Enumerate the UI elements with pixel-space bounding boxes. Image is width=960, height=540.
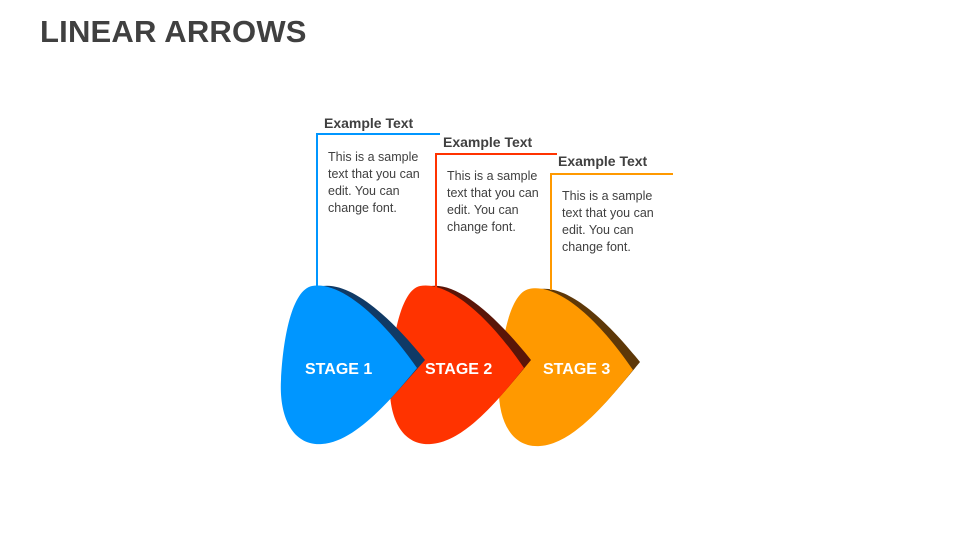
stage-1-arrow[interactable] [280, 285, 425, 445]
stage-3-connector [550, 173, 673, 290]
stage-1-label: STAGE 1 [305, 361, 373, 378]
stage-2-face [389, 285, 524, 445]
stage-1-body: This is a sample text that you can edit.… [328, 150, 420, 215]
stage-2-body: This is a sample text that you can edit.… [447, 169, 539, 234]
stage-1-face [280, 285, 417, 445]
stage-2-label: STAGE 2 [425, 361, 493, 378]
stage-2-title: Example Text [443, 134, 533, 150]
stage-2-arrow[interactable] [389, 285, 531, 445]
slide-title: LINEAR ARROWS [40, 14, 307, 49]
stage-1-connector [316, 133, 440, 290]
stage-3-arrow[interactable] [498, 288, 640, 447]
stage-3-label: STAGE 3 [543, 361, 611, 378]
stage-3-face [498, 288, 633, 447]
stage-3-title: Example Text [558, 153, 648, 169]
stage-3-body: This is a sample text that you can edit.… [562, 189, 654, 254]
stage-1-title: Example Text [324, 115, 414, 131]
stage-2-connector [435, 153, 557, 288]
